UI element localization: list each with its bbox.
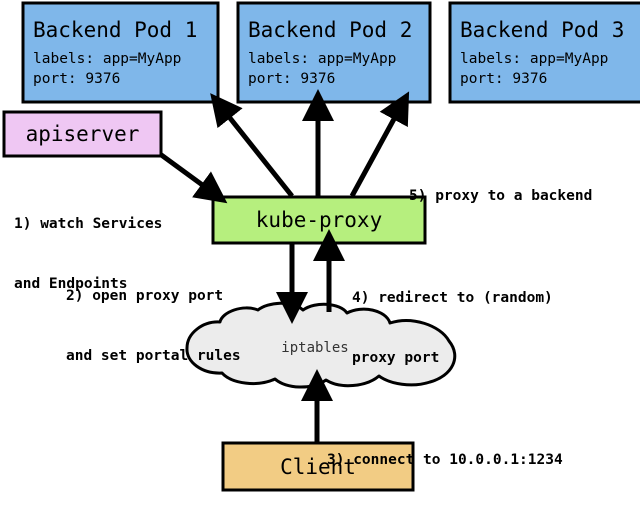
- arrow-kubeproxy-to-pod1: [210, 93, 294, 198]
- diagram-vector-layer: [2, 1, 640, 492]
- client-box: [221, 441, 415, 492]
- arrow-apiserver-to-kubeproxy: [158, 151, 228, 204]
- pod-2-box: [236, 1, 432, 104]
- kube-proxy-box: [211, 195, 427, 245]
- diagram-canvas: Backend Pod 1 labels: app=MyApp port: 93…: [2, 1, 640, 492]
- arrow-kubeproxy-to-pod3: [349, 91, 410, 198]
- pod-3-box: [448, 1, 640, 104]
- pod-1-box: [21, 1, 220, 104]
- iptables-cloud: [185, 301, 457, 389]
- apiserver-box: [2, 110, 163, 158]
